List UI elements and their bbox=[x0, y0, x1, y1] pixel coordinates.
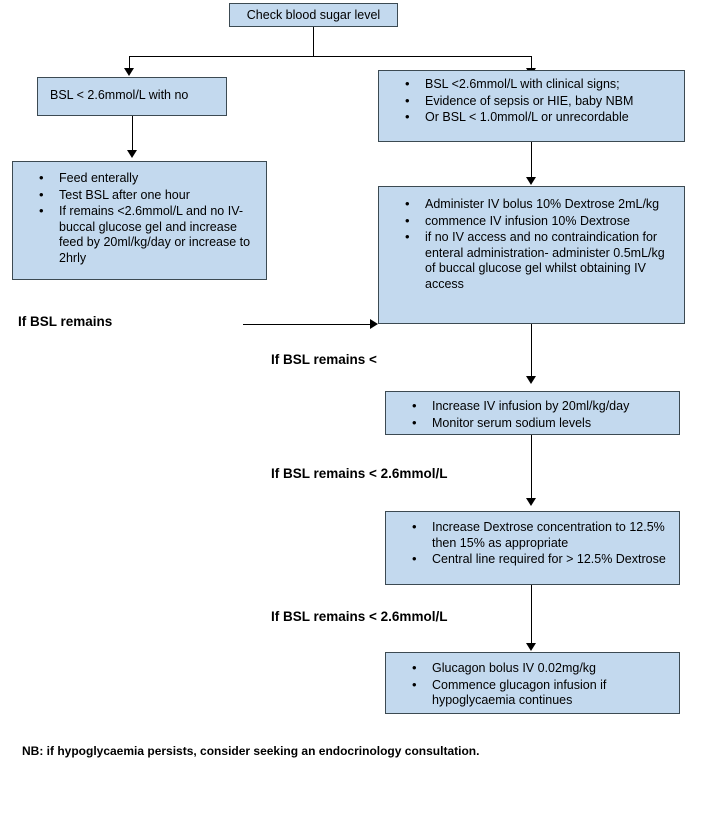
list-item: Feed enterally bbox=[39, 170, 256, 187]
connector-left-criteria-to-feed bbox=[132, 116, 133, 152]
arrowhead-to-feed-box bbox=[127, 150, 137, 158]
list-item: Monitor serum sodium levels bbox=[412, 415, 669, 432]
node-check-blood-sugar: Check blood sugar level bbox=[229, 3, 398, 27]
connector-start-stem bbox=[313, 27, 314, 56]
label-if-bsl-remains-2: If BSL remains < bbox=[271, 352, 377, 367]
label-if-bsl-remains-3: If BSL remains < 2.6mmol/L bbox=[271, 466, 448, 481]
arrowhead-to-increase-infusion-box bbox=[526, 376, 536, 384]
connector-split-left-drop bbox=[129, 56, 130, 70]
node-right-criteria-list: BSL <2.6mmol/L with clinical signs; Evid… bbox=[379, 71, 684, 133]
footer-note: NB: if hypoglycaemia persists, consider … bbox=[22, 744, 480, 758]
arrowhead-to-iv-bolus-box bbox=[526, 177, 536, 185]
node-iv-bolus: Administer IV bolus 10% Dextrose 2mL/kg … bbox=[378, 186, 685, 324]
node-increase-infusion: Increase IV infusion by 20ml/kg/day Moni… bbox=[385, 391, 680, 435]
connector-iv-to-increase-infusion bbox=[531, 324, 532, 378]
list-item: Test BSL after one hour bbox=[39, 187, 256, 204]
node-check-blood-sugar-text: Check blood sugar level bbox=[246, 8, 381, 22]
arrowhead-into-iv-bolus-box bbox=[370, 319, 378, 329]
list-item: Increase Dextrose concentration to 12.5%… bbox=[412, 519, 669, 551]
node-enteral-feed-list: Feed enterally Test BSL after one hour I… bbox=[13, 162, 266, 273]
node-right-criteria: BSL <2.6mmol/L with clinical signs; Evid… bbox=[378, 70, 685, 142]
node-enteral-feed: Feed enterally Test BSL after one hour I… bbox=[12, 161, 267, 280]
list-item: Increase IV infusion by 20ml/kg/day bbox=[412, 398, 669, 415]
label-if-bsl-remains-1: If BSL remains bbox=[18, 314, 113, 329]
list-item: If remains <2.6mmol/L and no IV- buccal … bbox=[39, 203, 256, 266]
list-item: Evidence of sepsis or HIE, baby NBM bbox=[405, 93, 676, 110]
connector-feed-to-iv-horizontal bbox=[243, 324, 370, 325]
node-glucagon: Glucagon bolus IV 0.02mg/kg Commence glu… bbox=[385, 652, 680, 714]
list-item: Administer IV bolus 10% Dextrose 2mL/kg bbox=[405, 196, 674, 213]
list-item: BSL <2.6mmol/L with clinical signs; bbox=[405, 76, 676, 93]
list-item: Commence glucagon infusion if hypoglycae… bbox=[412, 677, 669, 709]
list-item: if no IV access and no contraindication … bbox=[405, 229, 674, 292]
connector-dextrose-to-glucagon bbox=[531, 585, 532, 645]
node-iv-bolus-list: Administer IV bolus 10% Dextrose 2mL/kg … bbox=[379, 187, 684, 299]
node-increase-dextrose-list: Increase Dextrose concentration to 12.5%… bbox=[386, 512, 679, 575]
node-increase-infusion-list: Increase IV infusion by 20ml/kg/day Moni… bbox=[386, 392, 679, 438]
list-item: Central line required for > 12.5% Dextro… bbox=[412, 551, 669, 568]
connector-infusion-to-dextrose bbox=[531, 435, 532, 500]
list-item: Or BSL < 1.0mmol/L or unrecordable bbox=[405, 109, 676, 126]
arrowhead-to-glucagon-box bbox=[526, 643, 536, 651]
connector-split-right-drop bbox=[531, 56, 532, 70]
node-glucagon-list: Glucagon bolus IV 0.02mg/kg Commence glu… bbox=[386, 653, 679, 716]
node-left-criteria-text: BSL < 2.6mmol/L with no bbox=[50, 88, 189, 102]
connector-right-criteria-to-iv bbox=[531, 142, 532, 179]
connector-split-bar bbox=[129, 56, 532, 57]
arrowhead-to-increase-dextrose-box bbox=[526, 498, 536, 506]
list-item: Glucagon bolus IV 0.02mg/kg bbox=[412, 660, 669, 677]
node-increase-dextrose: Increase Dextrose concentration to 12.5%… bbox=[385, 511, 680, 585]
list-item: commence IV infusion 10% Dextrose bbox=[405, 213, 674, 230]
arrowhead-to-left-criteria bbox=[124, 68, 134, 76]
label-if-bsl-remains-4: If BSL remains < 2.6mmol/L bbox=[271, 609, 448, 624]
node-left-criteria: BSL < 2.6mmol/L with no bbox=[37, 77, 227, 116]
